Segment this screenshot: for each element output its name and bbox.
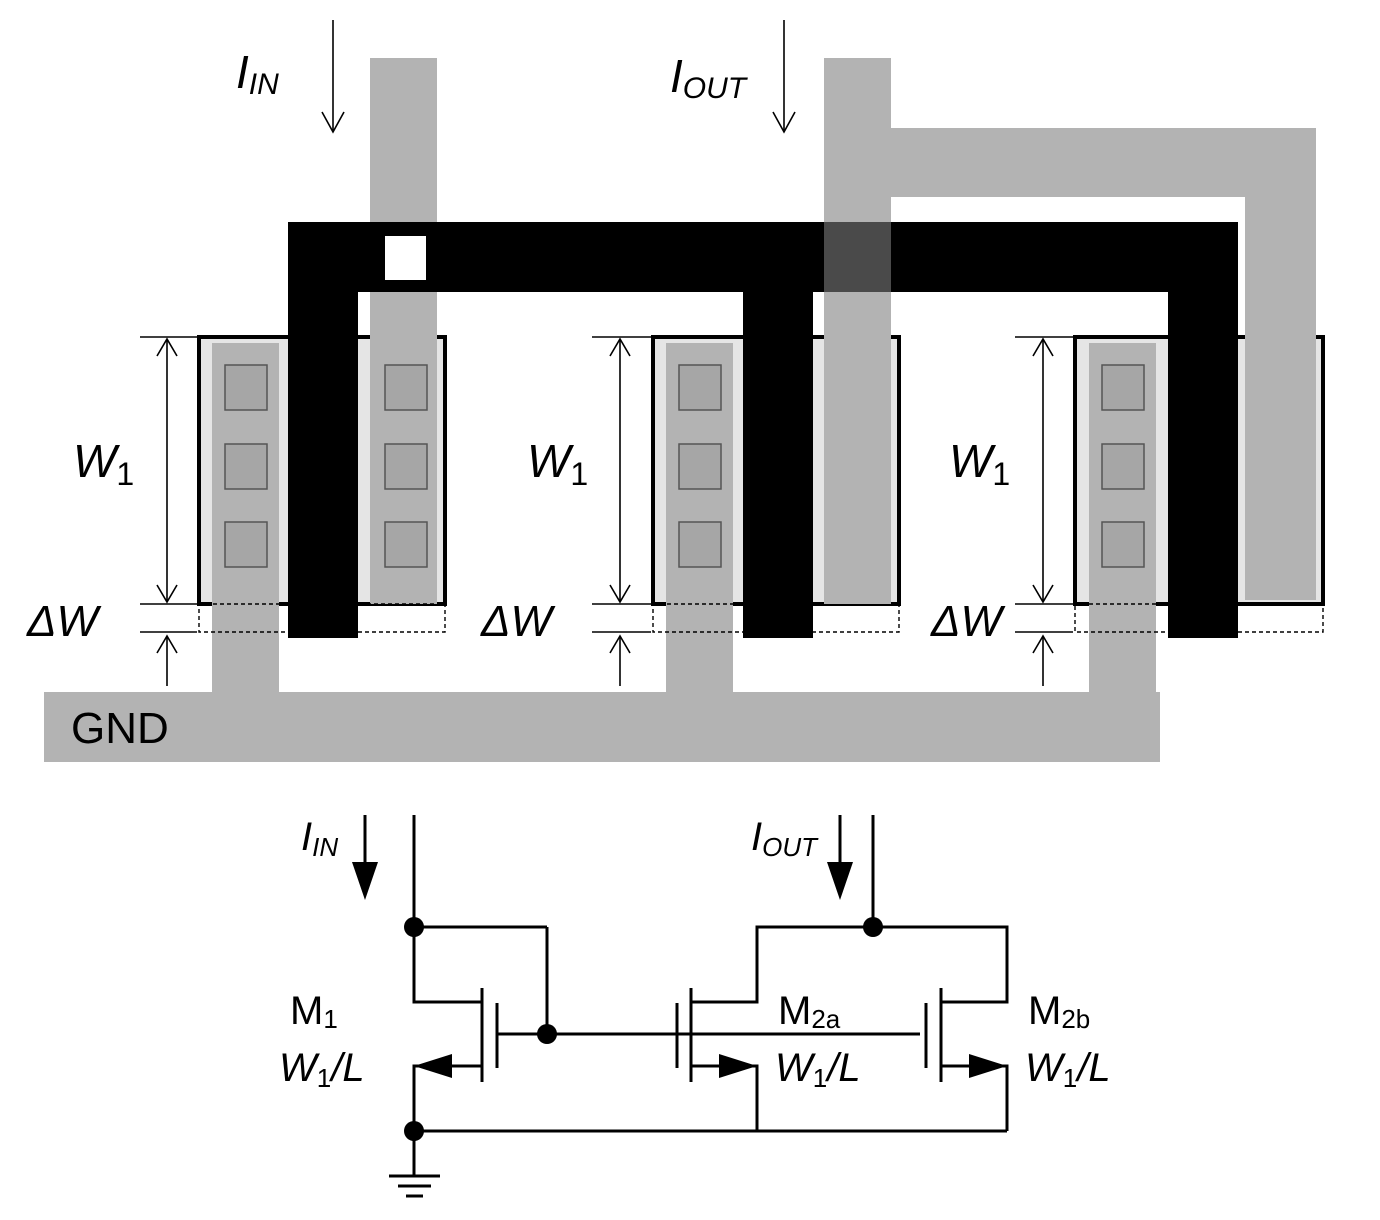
gate-contact xyxy=(385,236,426,280)
width-dimension-1 xyxy=(140,336,197,686)
gate-poly xyxy=(288,222,1238,638)
i-in-label-schematic: IIN xyxy=(301,815,338,862)
junction-dot xyxy=(404,917,424,937)
width-dimension-2 xyxy=(592,336,651,686)
delta-w-label-2: ΔW xyxy=(480,597,556,646)
delta-w-label-1: ΔW xyxy=(26,597,102,646)
i-out-arrow xyxy=(772,20,796,134)
m2a-label: M2a xyxy=(778,989,841,1034)
m2b-label: M2b xyxy=(1028,989,1090,1034)
m1-size-label: W1/L xyxy=(279,1046,365,1093)
contact xyxy=(1101,364,1145,411)
i-in-label: IIN xyxy=(236,46,279,101)
junction-dot xyxy=(404,1121,424,1141)
contact xyxy=(678,443,722,490)
width-label-2: W1 xyxy=(527,435,588,492)
junction-dot xyxy=(863,917,883,937)
contact xyxy=(224,521,268,568)
contact xyxy=(224,364,268,411)
metal-overlap xyxy=(824,222,891,292)
i-out-label-schematic: IOUT xyxy=(751,815,819,862)
width-dimension-3 xyxy=(1015,336,1073,686)
layout-view: IIN IOUT xyxy=(26,20,1325,762)
m2a-transistor xyxy=(675,925,1009,1131)
i-in-arrow xyxy=(321,20,345,134)
contact xyxy=(678,364,722,411)
contact xyxy=(678,521,722,568)
junction-dot xyxy=(537,1024,557,1044)
delta-w-label-3: ΔW xyxy=(930,597,1006,646)
m1-label: M1 xyxy=(290,989,338,1034)
gnd-rail xyxy=(44,692,1160,762)
m2b-transistor xyxy=(924,988,1009,1131)
m2b-size-label: W1/L xyxy=(1025,1046,1111,1093)
drain-metal-strip xyxy=(370,58,437,604)
contact xyxy=(384,364,428,411)
i-out-label: IOUT xyxy=(670,50,749,105)
output-metal-route xyxy=(824,58,1316,604)
gnd-label: GND xyxy=(71,704,169,753)
m2a-source-arrow xyxy=(719,1054,757,1078)
m2b-source-arrow xyxy=(969,1054,1007,1078)
contact xyxy=(384,443,428,490)
contact xyxy=(384,521,428,568)
i-out-arrow-schematic xyxy=(827,815,853,900)
width-label-1: W1 xyxy=(73,435,134,492)
contact xyxy=(1101,443,1145,490)
contact xyxy=(1101,521,1145,568)
schematic-view: IIN IOUT xyxy=(279,815,1111,1198)
m1-source-arrow xyxy=(414,1054,452,1078)
contact xyxy=(224,443,268,490)
m2a-size-label: W1/L xyxy=(775,1046,861,1093)
i-in-arrow-schematic xyxy=(352,815,378,900)
width-label-3: W1 xyxy=(949,435,1010,492)
m1-transistor xyxy=(412,815,549,1131)
